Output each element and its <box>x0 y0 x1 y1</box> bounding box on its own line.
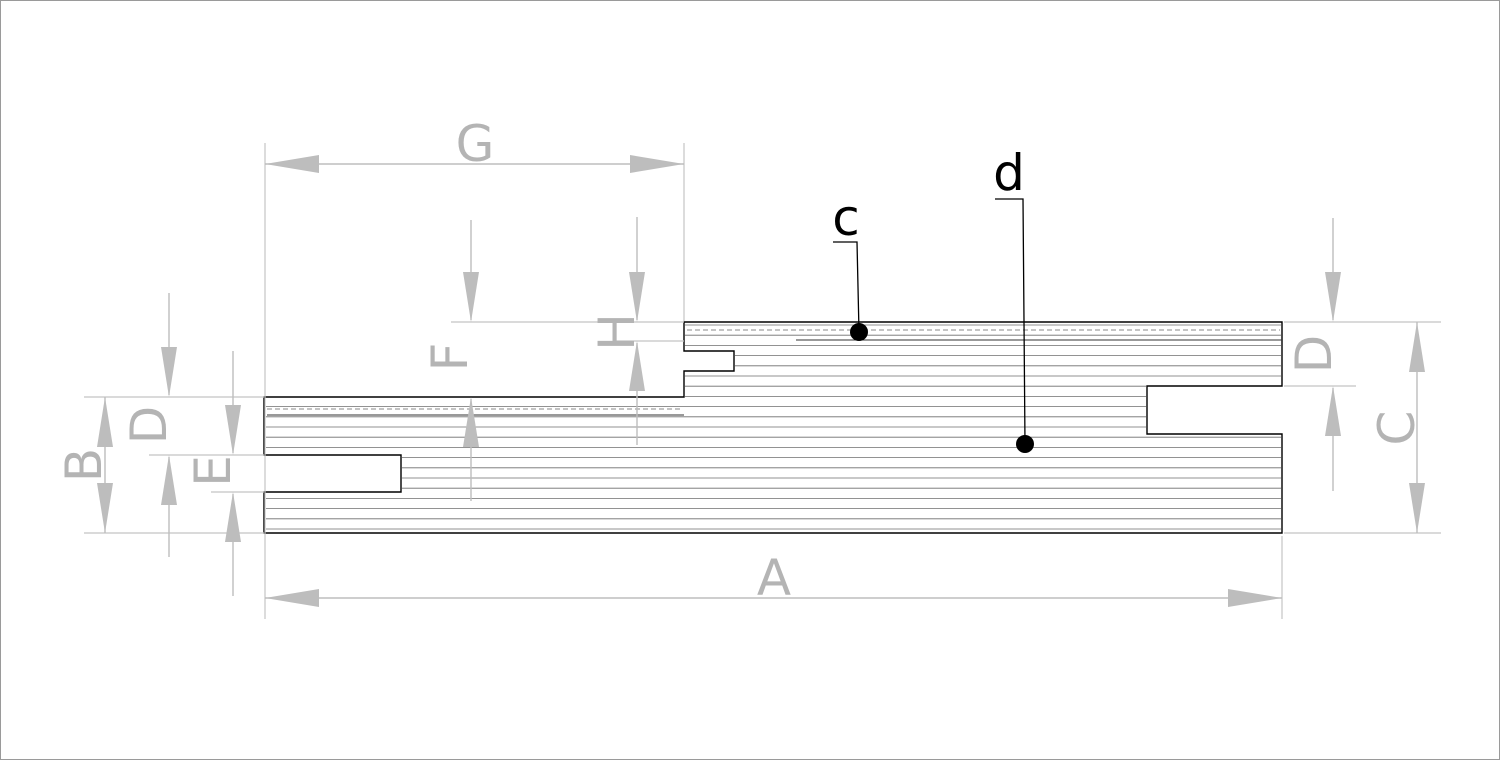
label-e: E <box>184 455 242 487</box>
callout-c-label: c <box>832 189 860 247</box>
dimension-d-left <box>161 293 177 557</box>
callout-d: d <box>993 144 1034 453</box>
dimension-d-right <box>1325 218 1341 491</box>
wood-grain-hatching <box>266 324 1281 530</box>
label-a: A <box>757 549 791 607</box>
label-b: B <box>55 448 113 482</box>
callout-d-label: d <box>993 144 1025 202</box>
board-outline <box>263 321 1283 534</box>
callout-d-marker <box>1016 435 1034 453</box>
label-h: H <box>588 313 646 351</box>
extension-lines <box>84 143 1441 619</box>
label-f: F <box>421 343 479 372</box>
dimension-h <box>629 217 645 445</box>
dimension-g <box>265 155 684 173</box>
dimension-c <box>1409 322 1425 533</box>
label-d-left: D <box>120 406 178 445</box>
callout-c-marker <box>850 323 868 341</box>
dimension-f <box>463 220 479 501</box>
dimension-b <box>97 397 113 533</box>
label-c: C <box>1368 411 1426 446</box>
dimension-a <box>265 589 1282 607</box>
label-g: G <box>456 115 495 173</box>
callout-c: c <box>832 189 868 341</box>
board-profile <box>263 321 1283 534</box>
dimension-e <box>225 351 241 596</box>
label-d-right: D <box>1285 335 1343 374</box>
